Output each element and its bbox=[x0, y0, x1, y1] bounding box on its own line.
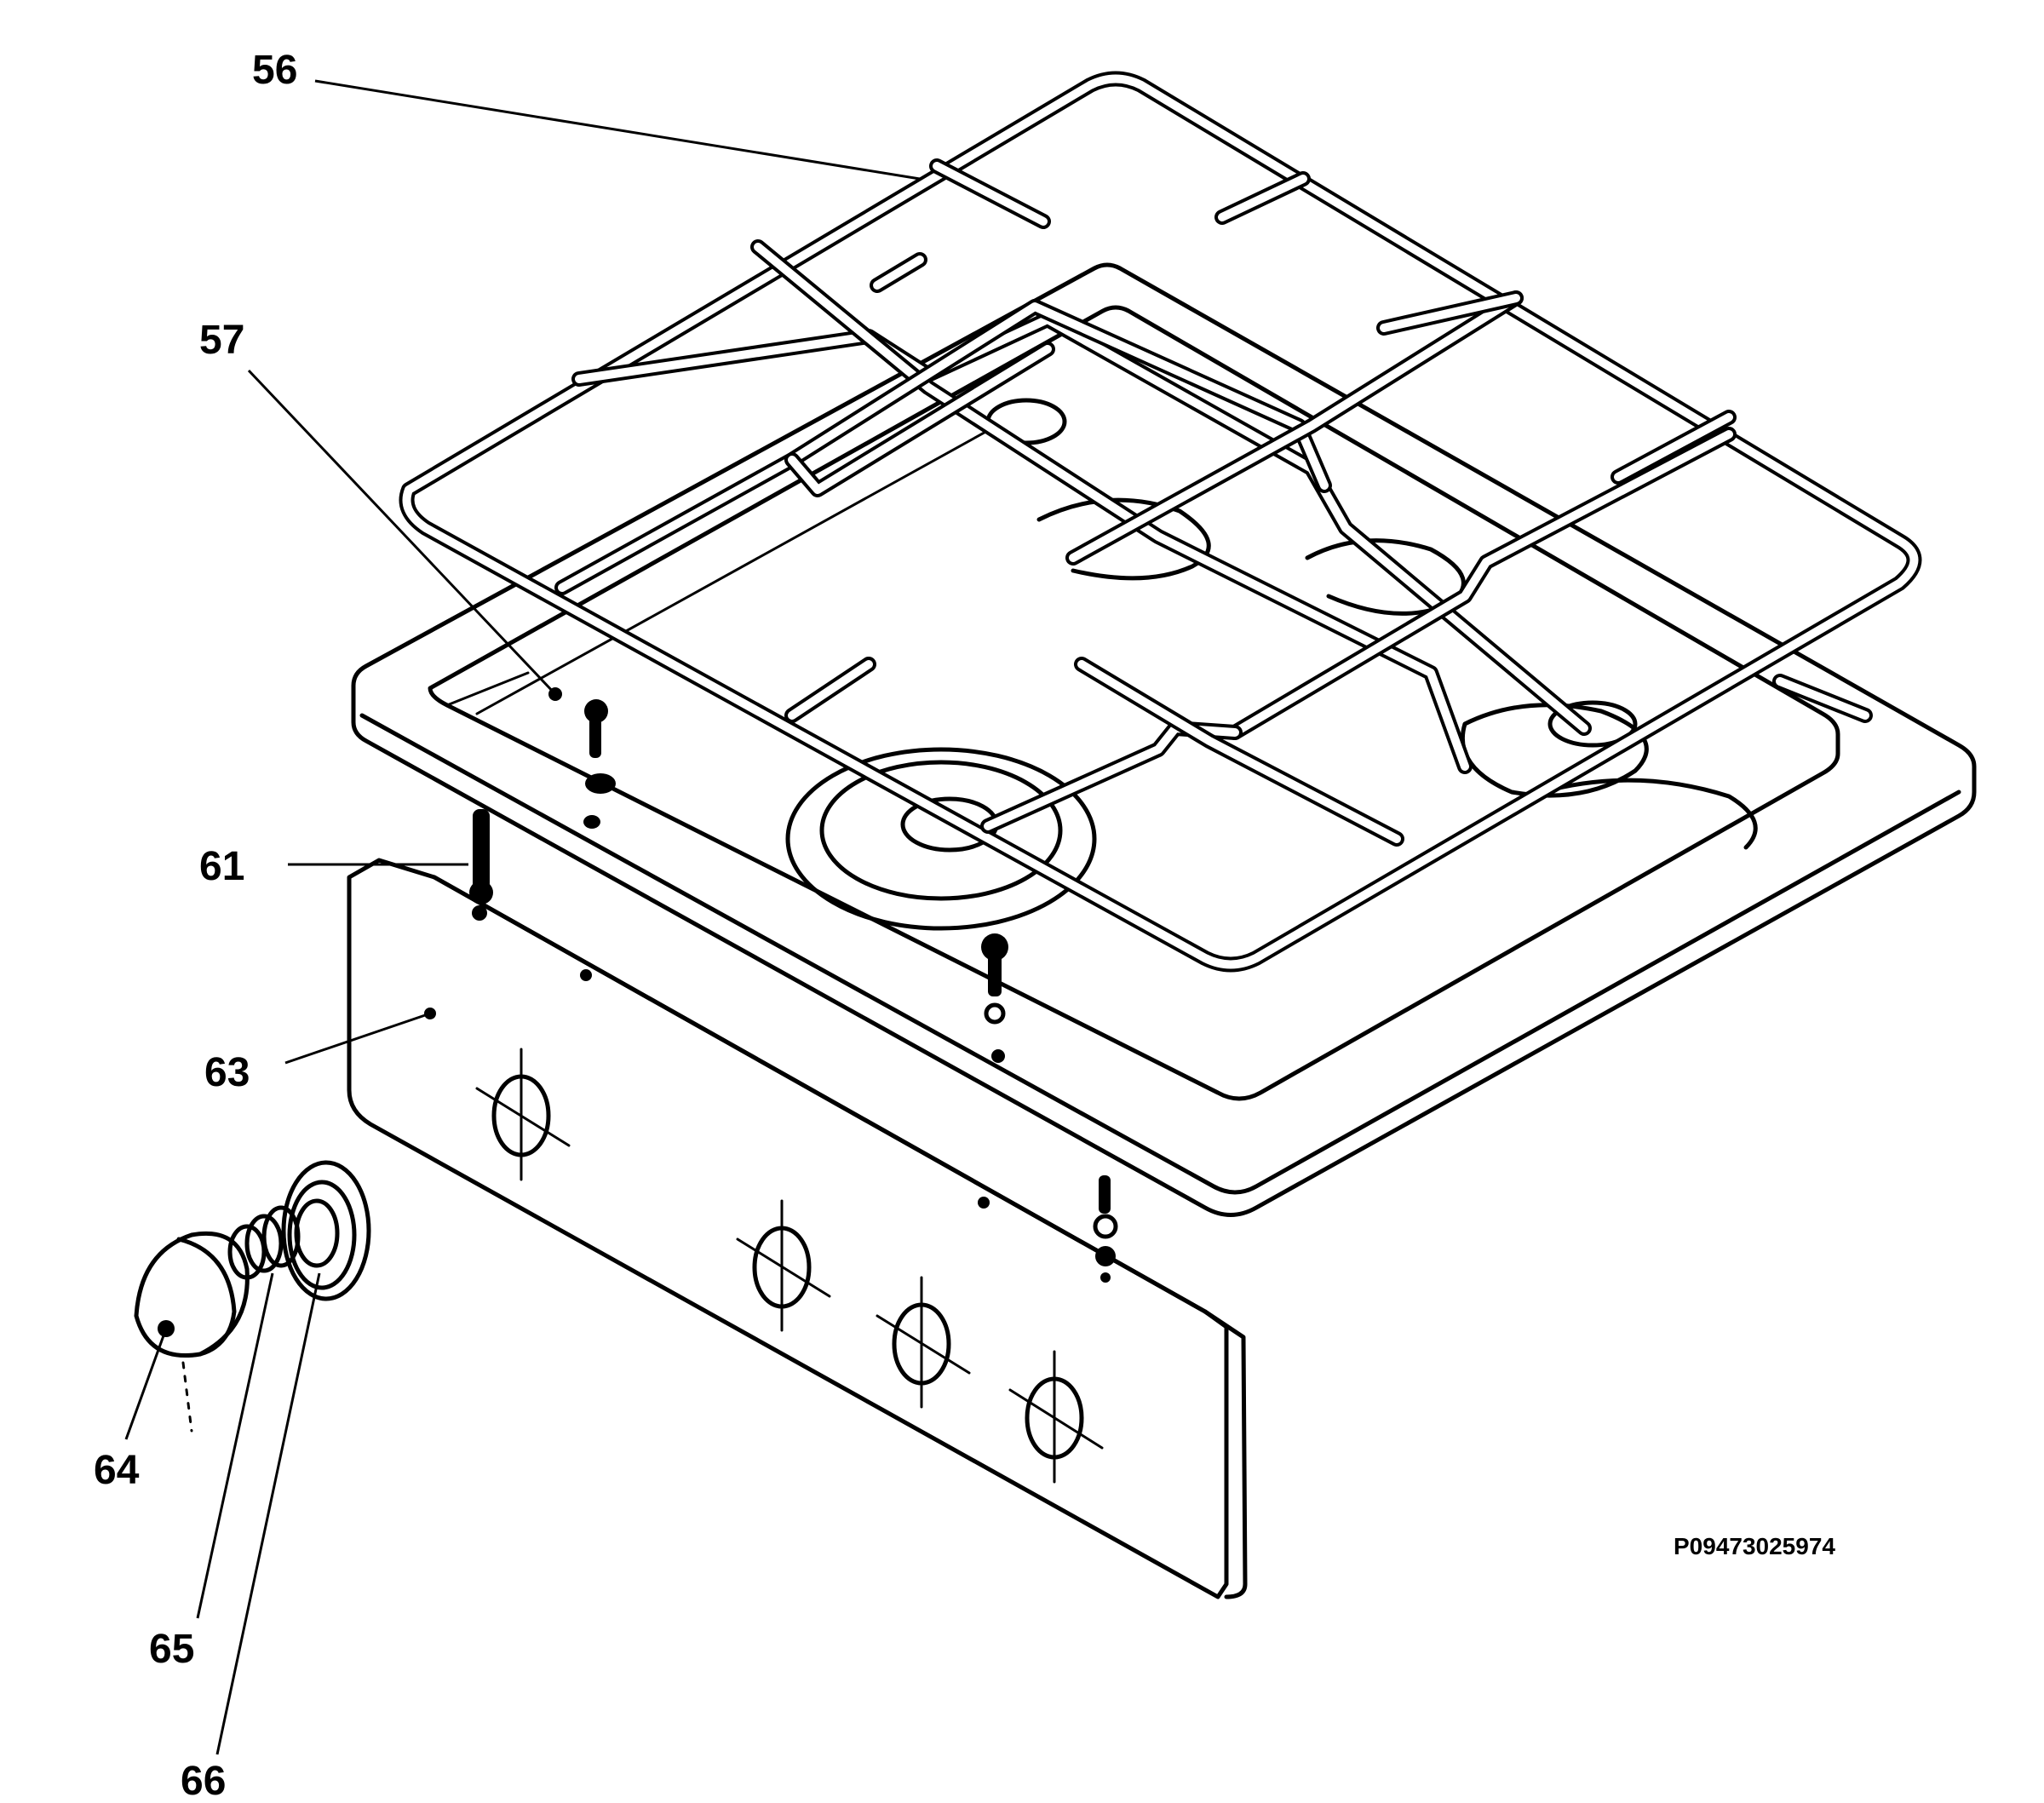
callout-65: 65 bbox=[149, 1627, 194, 1672]
callout-66: 66 bbox=[181, 1759, 226, 1803]
knob-hole bbox=[475, 1048, 571, 1181]
callout-64: 64 bbox=[94, 1448, 140, 1493]
drawing-code: P09473025974 bbox=[1674, 1533, 1835, 1559]
leader-57 bbox=[247, 369, 557, 696]
control-panel bbox=[347, 858, 1248, 1599]
callout-labels: 56 57 61 63 64 65 66 P09473025974 bbox=[94, 48, 1835, 1803]
leader-63 bbox=[284, 1012, 431, 1065]
callout-61: 61 bbox=[199, 844, 244, 889]
leader-65 bbox=[196, 1272, 274, 1619]
knob-spring bbox=[227, 1205, 301, 1280]
knob-hole bbox=[876, 1276, 971, 1409]
leader-64 bbox=[124, 1328, 168, 1440]
callout-57: 57 bbox=[199, 318, 244, 363]
knob-hole bbox=[736, 1199, 831, 1332]
callout-63: 63 bbox=[204, 1050, 250, 1095]
fixing-screw bbox=[981, 933, 1008, 1063]
callout-56: 56 bbox=[252, 48, 297, 93]
knob-hole bbox=[1008, 1350, 1104, 1484]
leader-56 bbox=[314, 79, 921, 181]
burner-front-left bbox=[785, 747, 1097, 931]
leader-lines bbox=[124, 79, 921, 1755]
burner-front-right bbox=[1460, 700, 1758, 850]
fixing-screw bbox=[1093, 1175, 1118, 1283]
leader-66 bbox=[215, 1272, 321, 1755]
pan-support-grid bbox=[399, 71, 1922, 973]
fixing-screw bbox=[469, 809, 493, 904]
fixing-screw bbox=[583, 699, 616, 829]
